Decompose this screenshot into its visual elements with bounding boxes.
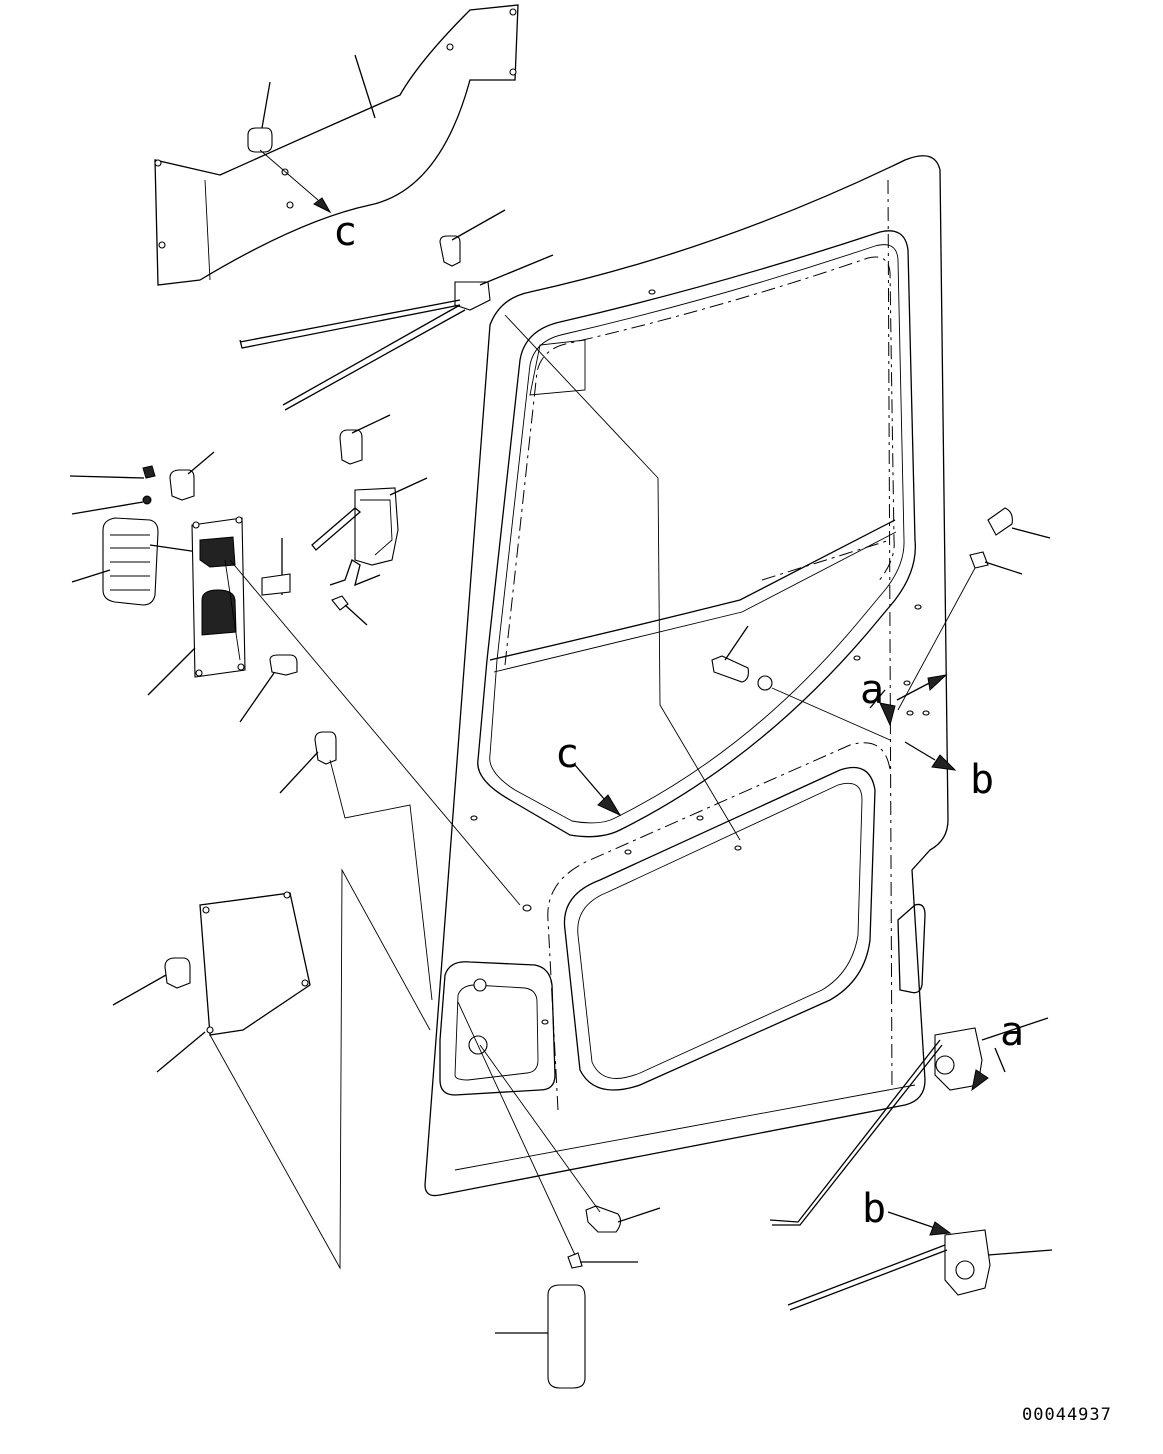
label-a-door: a bbox=[860, 667, 884, 713]
middle-lock-assembly bbox=[261, 414, 428, 626]
upper-cover-plate bbox=[154, 4, 519, 286]
outer-handle-assembly bbox=[69, 451, 298, 723]
lower-latch bbox=[787, 1229, 1053, 1311]
label-c-door: c bbox=[555, 731, 579, 777]
label-a-latch: a bbox=[1000, 1009, 1024, 1055]
label-b-door: b bbox=[970, 757, 994, 803]
upper-lock-mechanism bbox=[239, 209, 554, 411]
reference-arrows bbox=[574, 674, 1006, 1236]
lower-cover-plate bbox=[112, 868, 431, 1270]
label-b-latch: b bbox=[862, 1186, 886, 1232]
drawing-number: 00044937 bbox=[1022, 1405, 1112, 1425]
label-c-top: c bbox=[333, 209, 357, 255]
lower-left-bolt bbox=[279, 731, 433, 1001]
inner-handle-parts bbox=[457, 1001, 661, 1389]
top-clip bbox=[247, 81, 273, 153]
door-panel bbox=[424, 155, 949, 1197]
mounting-holes bbox=[470, 289, 930, 1025]
right-bolts bbox=[711, 507, 1051, 741]
